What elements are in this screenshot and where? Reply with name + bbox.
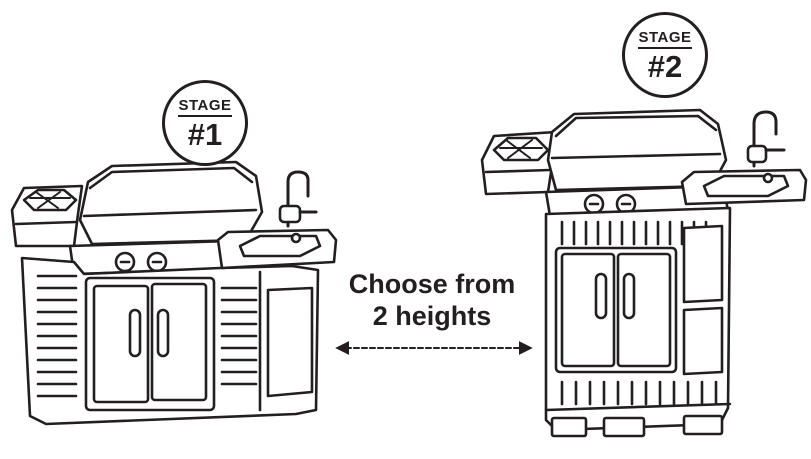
caption-line-2: 2 heights [372,301,492,331]
side-burner-left [480,130,558,196]
side-burner-left [10,184,84,248]
stage-1-label: STAGE [178,97,232,117]
stage-2-number: #2 [647,49,683,84]
stage-1-number: #1 [187,117,223,152]
stage-2-badge: STAGE #2 [622,12,708,98]
foot [602,416,646,438]
foot [550,416,588,438]
door-handle [128,308,142,358]
sink-right [216,170,338,270]
door-handle [594,272,608,320]
vents-right [220,286,258,386]
heights-caption: Choose from 2 heights [334,268,530,332]
door-handle [622,272,636,320]
vents-left [36,274,78,398]
cabinet [20,256,320,426]
faucet-icon [752,110,778,168]
sink-right [680,110,808,206]
faucet-icon [286,170,310,228]
stage-1-badge: STAGE #1 [162,80,248,166]
door-handle [156,308,170,358]
stage-2-label: STAGE [638,29,692,49]
foot [682,414,724,436]
grill-stage-1 [10,160,338,426]
grill-lid [78,160,264,246]
cabinet [544,206,732,438]
caption-line-1: Choose from [348,269,516,299]
grill-stage-2 [480,108,808,438]
